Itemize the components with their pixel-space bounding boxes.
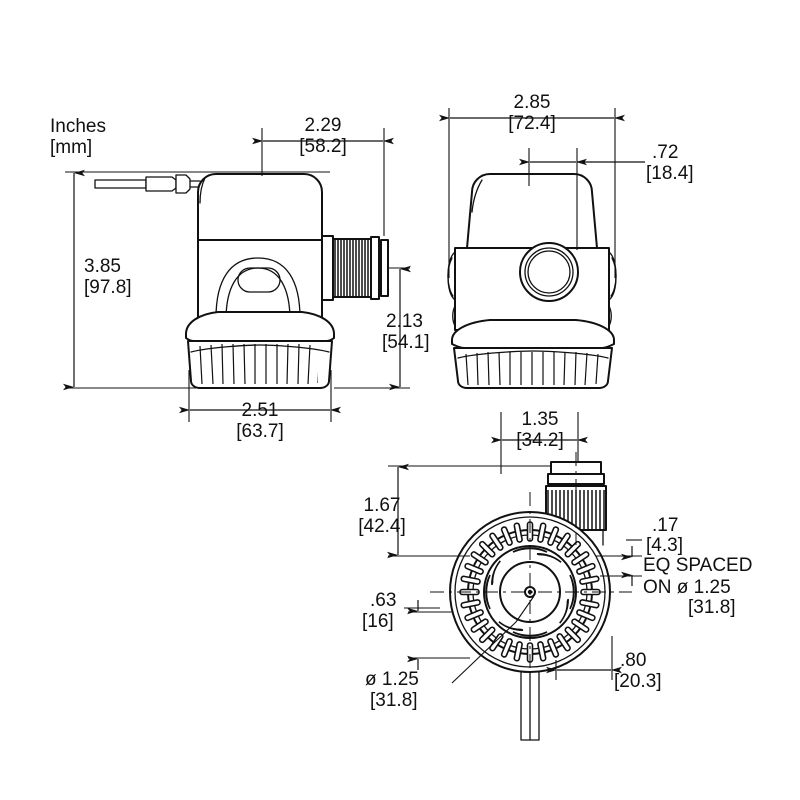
dim-side-outlet-height-inch: 2.13 bbox=[386, 311, 423, 332]
side-view-body bbox=[197, 173, 323, 321]
dim-bottom-right-inch: .80 bbox=[620, 650, 646, 671]
dim-front-width-inch: 2.85 bbox=[514, 92, 551, 113]
dim-bore-dia-inch: ø 1.25 bbox=[365, 669, 419, 690]
dim-front-offset-inch: .72 bbox=[652, 142, 678, 163]
front-view-outlet-circle bbox=[519, 242, 579, 302]
dim-bottom-right: .80 [20.3] bbox=[546, 636, 662, 692]
dim-bottom-slot-width-mm: [4.3] bbox=[646, 535, 683, 556]
units-note-mm: [mm] bbox=[50, 137, 92, 158]
dim-side-width-base: 2.51 [63.7] bbox=[179, 370, 341, 442]
side-view-thread-hatch bbox=[334, 239, 369, 297]
side-view bbox=[94, 173, 389, 389]
dim-front-width: 2.85 [72.4] bbox=[439, 92, 625, 278]
dim-side-height-inch: 3.85 bbox=[84, 256, 121, 277]
front-view-strainer-base bbox=[451, 319, 615, 389]
dim-bottom-slot-width-inch: .17 bbox=[652, 515, 678, 536]
dim-side-outlet-height-mm: [54.1] bbox=[382, 332, 430, 353]
dim-front-offset: .72 [18.4] bbox=[519, 142, 694, 250]
side-view-handle-detail bbox=[215, 257, 301, 321]
dim-bottom-outlet-offset-mm: [42.4] bbox=[358, 516, 406, 537]
dim-bottom-outlet-width-inch: 1.35 bbox=[522, 409, 559, 430]
dim-side-outlet-height: 2.13 [54.1] bbox=[334, 265, 430, 391]
dim-bottom-right-mm: [20.3] bbox=[614, 671, 662, 692]
side-view-strainer-base bbox=[185, 311, 335, 389]
units-note: Inches [mm] bbox=[50, 116, 106, 158]
dim-side-width-base-mm: [63.7] bbox=[236, 421, 284, 442]
note-on-dia-mm: [31.8] bbox=[688, 597, 736, 618]
side-view-wire-lead bbox=[94, 174, 201, 194]
front-view-strainer-slots bbox=[465, 351, 599, 386]
dim-bottom-outlet-width-mm: [34.2] bbox=[516, 430, 564, 451]
dim-front-width-mm: [72.4] bbox=[508, 113, 556, 134]
dim-bore-dia-mm: [31.8] bbox=[370, 690, 418, 711]
front-view bbox=[447, 173, 617, 389]
side-view-outlet-port bbox=[321, 235, 389, 301]
front-view-motor-cap bbox=[466, 173, 598, 249]
dim-side-height-mm: [97.8] bbox=[84, 277, 132, 298]
dim-bottom-outlet-width: 1.35 [34.2] bbox=[491, 409, 588, 474]
note-eq-spaced: EQ SPACED bbox=[643, 555, 752, 576]
dim-bottom-outlet-offset-inch: 1.67 bbox=[364, 495, 401, 516]
dim-side-width-top: 2.29 [58.2] bbox=[252, 115, 394, 236]
dim-bottom-left-mm: [16] bbox=[362, 611, 394, 632]
units-note-inches: Inches bbox=[50, 116, 106, 137]
dim-side-height-overall: 3.85 [97.8] bbox=[63, 169, 330, 391]
dim-side-width-top-mm: [58.2] bbox=[299, 136, 347, 157]
dim-bottom-slot-note: .17 [4.3] EQ SPACED ON ø 1.25 [31.8] bbox=[596, 515, 752, 618]
dim-bottom-left: .63 [16] bbox=[362, 590, 470, 670]
side-view-strainer-slots bbox=[199, 343, 318, 385]
bottom-view-inner-slots bbox=[485, 547, 575, 637]
dim-bottom-bore-dia: ø 1.25 [31.8] bbox=[365, 595, 535, 711]
bottom-view-centerlines bbox=[430, 452, 632, 694]
bottom-view-inner-slots-secondary bbox=[491, 553, 569, 631]
dim-side-width-top-inch: 2.29 bbox=[305, 115, 342, 136]
dim-side-width-base-inch: 2.51 bbox=[242, 400, 279, 421]
dim-bottom-left-inch: .63 bbox=[370, 590, 396, 611]
dim-bottom-outlet-offset: 1.67 [42.4] bbox=[358, 463, 552, 559]
note-on-dia: ON ø 1.25 bbox=[643, 577, 731, 598]
dim-front-offset-mm: [18.4] bbox=[646, 163, 694, 184]
bottom-view bbox=[430, 452, 632, 741]
